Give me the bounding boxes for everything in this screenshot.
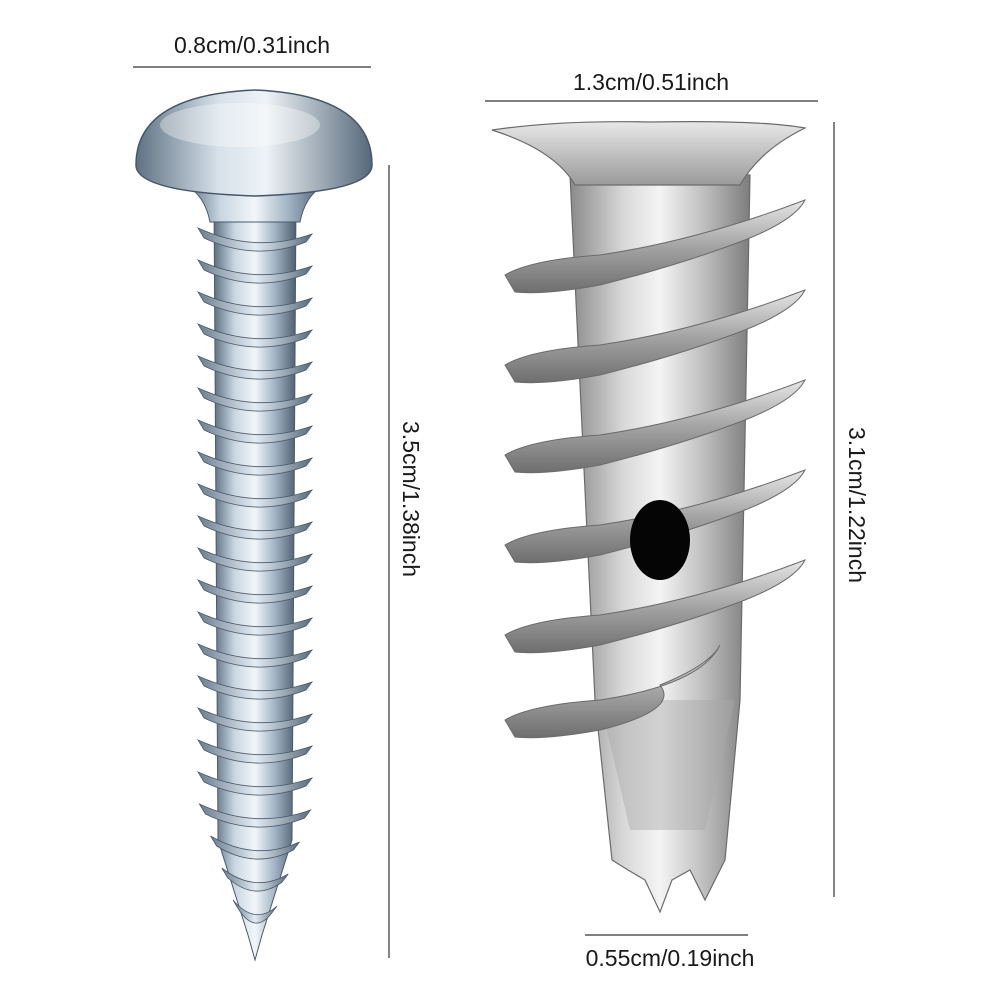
screw-thread xyxy=(196,451,314,476)
screw-head-width-label: 0.8cm/0.31inch xyxy=(174,32,330,58)
screw-thread xyxy=(232,899,278,924)
drywall-anchor xyxy=(491,121,807,914)
anchor-length-label: 3.1cm/1.22inch xyxy=(844,427,870,583)
screw-thread xyxy=(196,675,314,700)
screw-length-label: 3.5cm/1.38inch xyxy=(398,421,424,577)
screw-thread xyxy=(198,803,312,828)
screw-thread xyxy=(196,739,314,764)
anchor-side-hole xyxy=(630,500,690,580)
anchor-thread xyxy=(504,199,807,294)
screw-thread xyxy=(196,707,314,732)
anchor-flange-width-label: 1.3cm/0.51inch xyxy=(573,69,729,95)
pan-head-screw xyxy=(135,89,373,962)
screw-thread xyxy=(196,483,314,508)
screw-thread xyxy=(196,419,314,444)
screw-threads xyxy=(196,227,314,924)
screw-thread xyxy=(196,355,314,380)
screw-thread xyxy=(196,515,314,540)
anchor-thread xyxy=(504,379,807,474)
screw-thread xyxy=(196,579,314,604)
screw-thread xyxy=(196,259,314,284)
screw-thread xyxy=(196,227,314,252)
screw-head-highlight xyxy=(160,103,320,147)
screw-thread xyxy=(196,547,314,572)
anchor-thread xyxy=(504,644,721,739)
screw-thread xyxy=(196,643,314,668)
anchor-thread xyxy=(504,559,807,654)
screw-head xyxy=(135,89,373,197)
anchor-thread xyxy=(504,289,807,384)
screw-thread xyxy=(196,771,314,796)
screw-thread xyxy=(196,291,314,316)
screw-thread xyxy=(196,387,314,412)
screw-thread xyxy=(196,323,314,348)
screw-thread xyxy=(196,611,314,636)
screw-thread xyxy=(221,867,289,892)
anchor-flange xyxy=(491,121,807,186)
screw-thread xyxy=(210,835,300,860)
anchor-tip xyxy=(600,700,735,830)
anchor-tip-width-label: 0.55cm/0.19inch xyxy=(586,945,755,971)
